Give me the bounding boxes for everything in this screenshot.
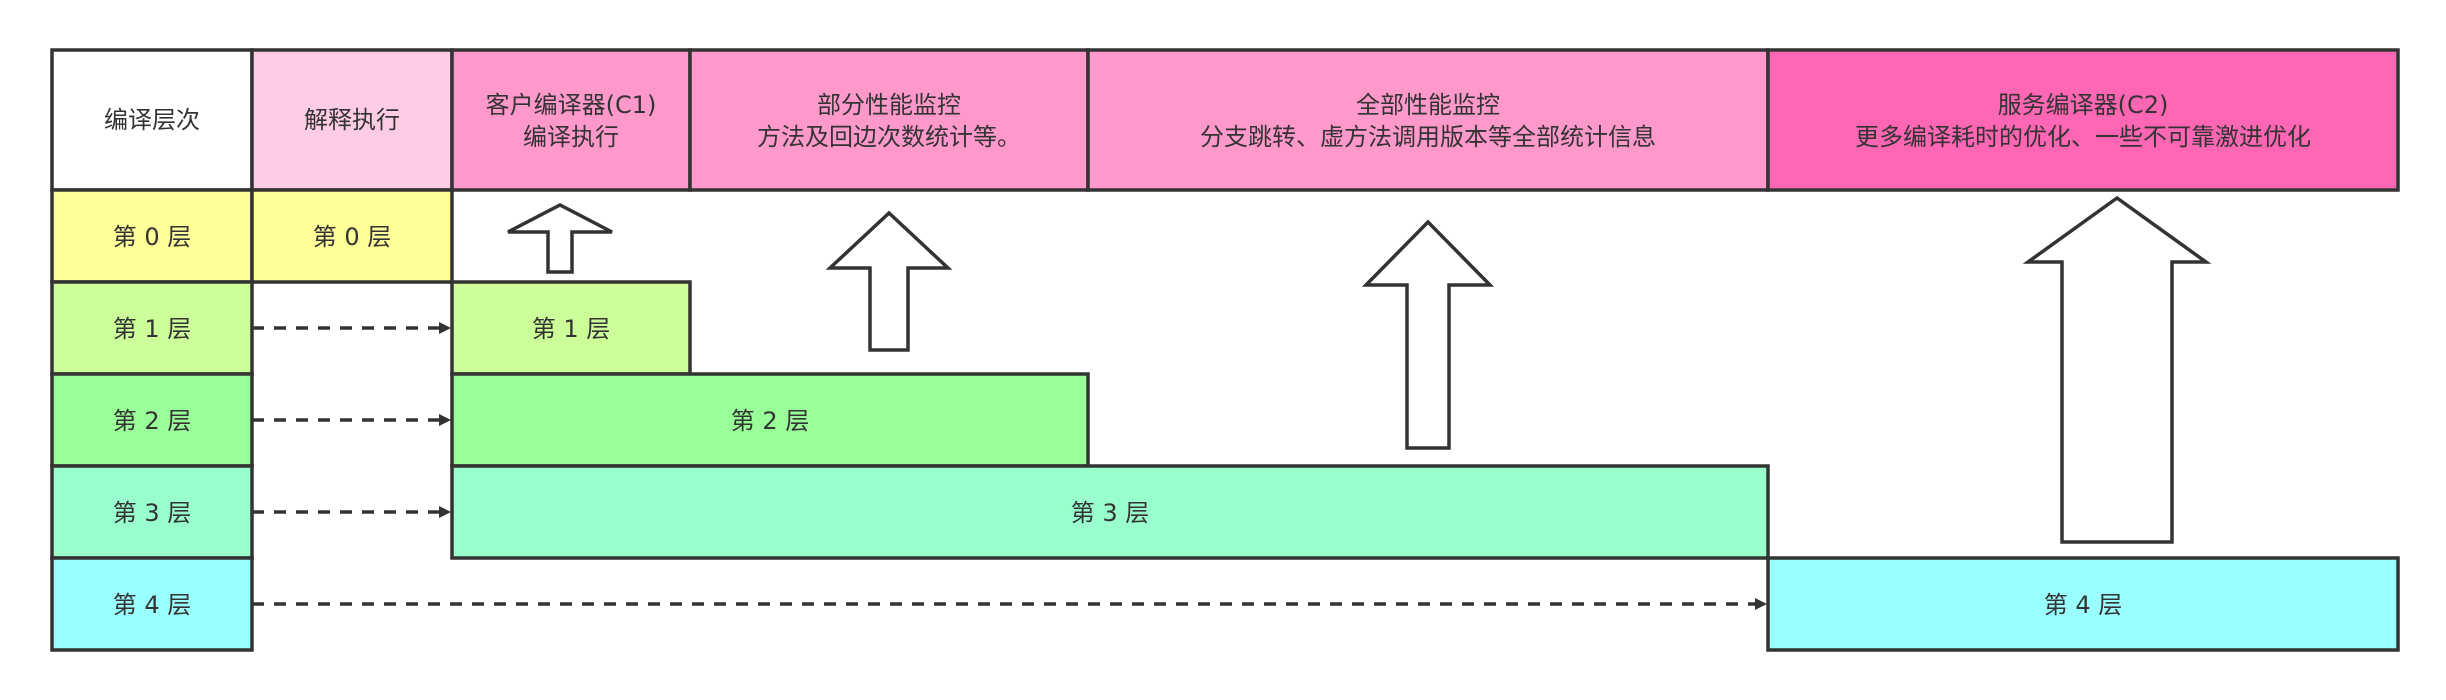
header-client-compiler-title: 客户编译器(C1)	[486, 91, 657, 119]
tier3-up-arrow-icon	[1361, 219, 1495, 450]
header-client-compiler-subtitle: 编译执行	[523, 123, 619, 151]
interpret-tier0-label: 第 0 层	[313, 223, 392, 251]
header-tiers-cell	[50, 48, 254, 192]
interpret-tier0-block	[250, 188, 454, 284]
tier2-block-label: 第 2 层	[731, 407, 810, 435]
header-interpret-cell	[250, 48, 454, 192]
header-server-compiler-title: 服务编译器(C2)	[1998, 91, 2169, 119]
tier4-block	[1766, 556, 2400, 652]
tier-2-label: 第 2 层	[113, 407, 192, 435]
header-partial-profiling-cell	[688, 48, 1090, 192]
header-partial-profiling-subtitle: 方法及回边次数统计等。	[757, 123, 1021, 151]
header-server-compiler-subtitle: 更多编译耗时的优化、一些不可靠激进优化	[1855, 123, 2311, 151]
tier4-up-arrow-icon	[2022, 195, 2212, 544]
tier-label-column: 第 0 层 第 1 层 第 2 层 第 3 层 第 4 层	[50, 188, 254, 652]
tier1-up-arrow-icon	[507, 203, 613, 274]
up-arrows	[507, 195, 2212, 544]
header-tiers-label: 编译层次	[104, 106, 200, 134]
header-full-profiling-title: 全部性能监控	[1356, 91, 1500, 119]
tier-4-cell	[50, 556, 254, 652]
header-server-compiler-cell	[1766, 48, 2400, 192]
tier1-block-label: 第 1 层	[532, 315, 611, 343]
tier-4-label: 第 4 层	[113, 591, 192, 619]
header-client-compiler-cell	[450, 48, 692, 192]
tier3-block-label: 第 3 层	[1071, 499, 1150, 527]
header-row: 编译层次 解释执行 客户编译器(C1) 编译执行 部分性能监控 方法及回边次数统…	[50, 48, 2400, 192]
dashed-connectors	[252, 322, 1767, 610]
header-partial-profiling-title: 部分性能监控	[817, 91, 961, 119]
tier-1-label: 第 1 层	[113, 315, 192, 343]
tier2-block	[450, 372, 1090, 468]
tier4-block-label: 第 4 层	[2044, 591, 2123, 619]
header-full-profiling-subtitle: 分支跳转、虚方法调用版本等全部统计信息	[1200, 123, 1656, 151]
header-full-profiling-cell	[1086, 48, 1770, 192]
tier-3-cell	[50, 464, 254, 560]
tier-0-label: 第 0 层	[113, 223, 192, 251]
header-interpret-label: 解释执行	[304, 106, 400, 134]
tier-3-label: 第 3 层	[113, 499, 192, 527]
tier3-block	[450, 464, 1770, 560]
tier2-up-arrow-icon	[825, 210, 953, 352]
